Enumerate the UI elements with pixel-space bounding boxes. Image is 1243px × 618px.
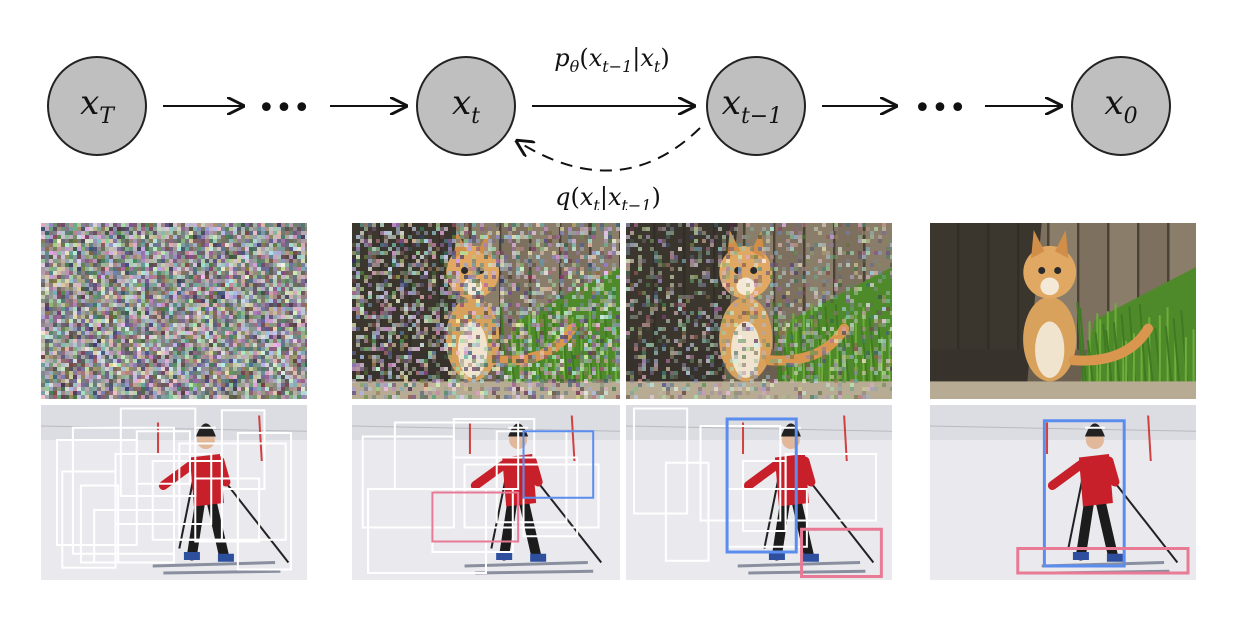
kitten-image-xt [352,223,620,399]
diffusion-process-diagram: xT xt xt−1 x0 ••• ••• pθ(xt−1|xt) q(xt|x… [47,44,1171,210]
node-xT: xT [47,56,147,156]
ellipsis-left: ••• [257,91,310,126]
node-xt: xt [416,56,516,156]
kitten-image-x0 [930,223,1196,399]
node-xt-minus-1: xt−1 [706,56,806,156]
kitten-image-xT [41,223,307,399]
svg-text:x0: x0 [1104,83,1137,129]
ellipsis-right: ••• [913,91,966,126]
skier-image-xt-minus-1 [626,405,892,580]
skier-image-xT [41,405,307,580]
node-x0: x0 [1071,56,1171,156]
skier-image-x0 [930,405,1196,580]
svg-text:xt: xt [452,83,480,129]
svg-text:xT: xT [80,83,116,129]
arrow-forward-step [517,127,701,172]
kitten-image-xt-minus-1 [626,223,892,399]
forward-process-label: q(xt|xt−1) [555,183,661,210]
reverse-process-label: pθ(xt−1|xt) [554,44,669,76]
svg-text:xt−1: xt−1 [722,83,782,129]
skier-image-xt [352,405,620,580]
